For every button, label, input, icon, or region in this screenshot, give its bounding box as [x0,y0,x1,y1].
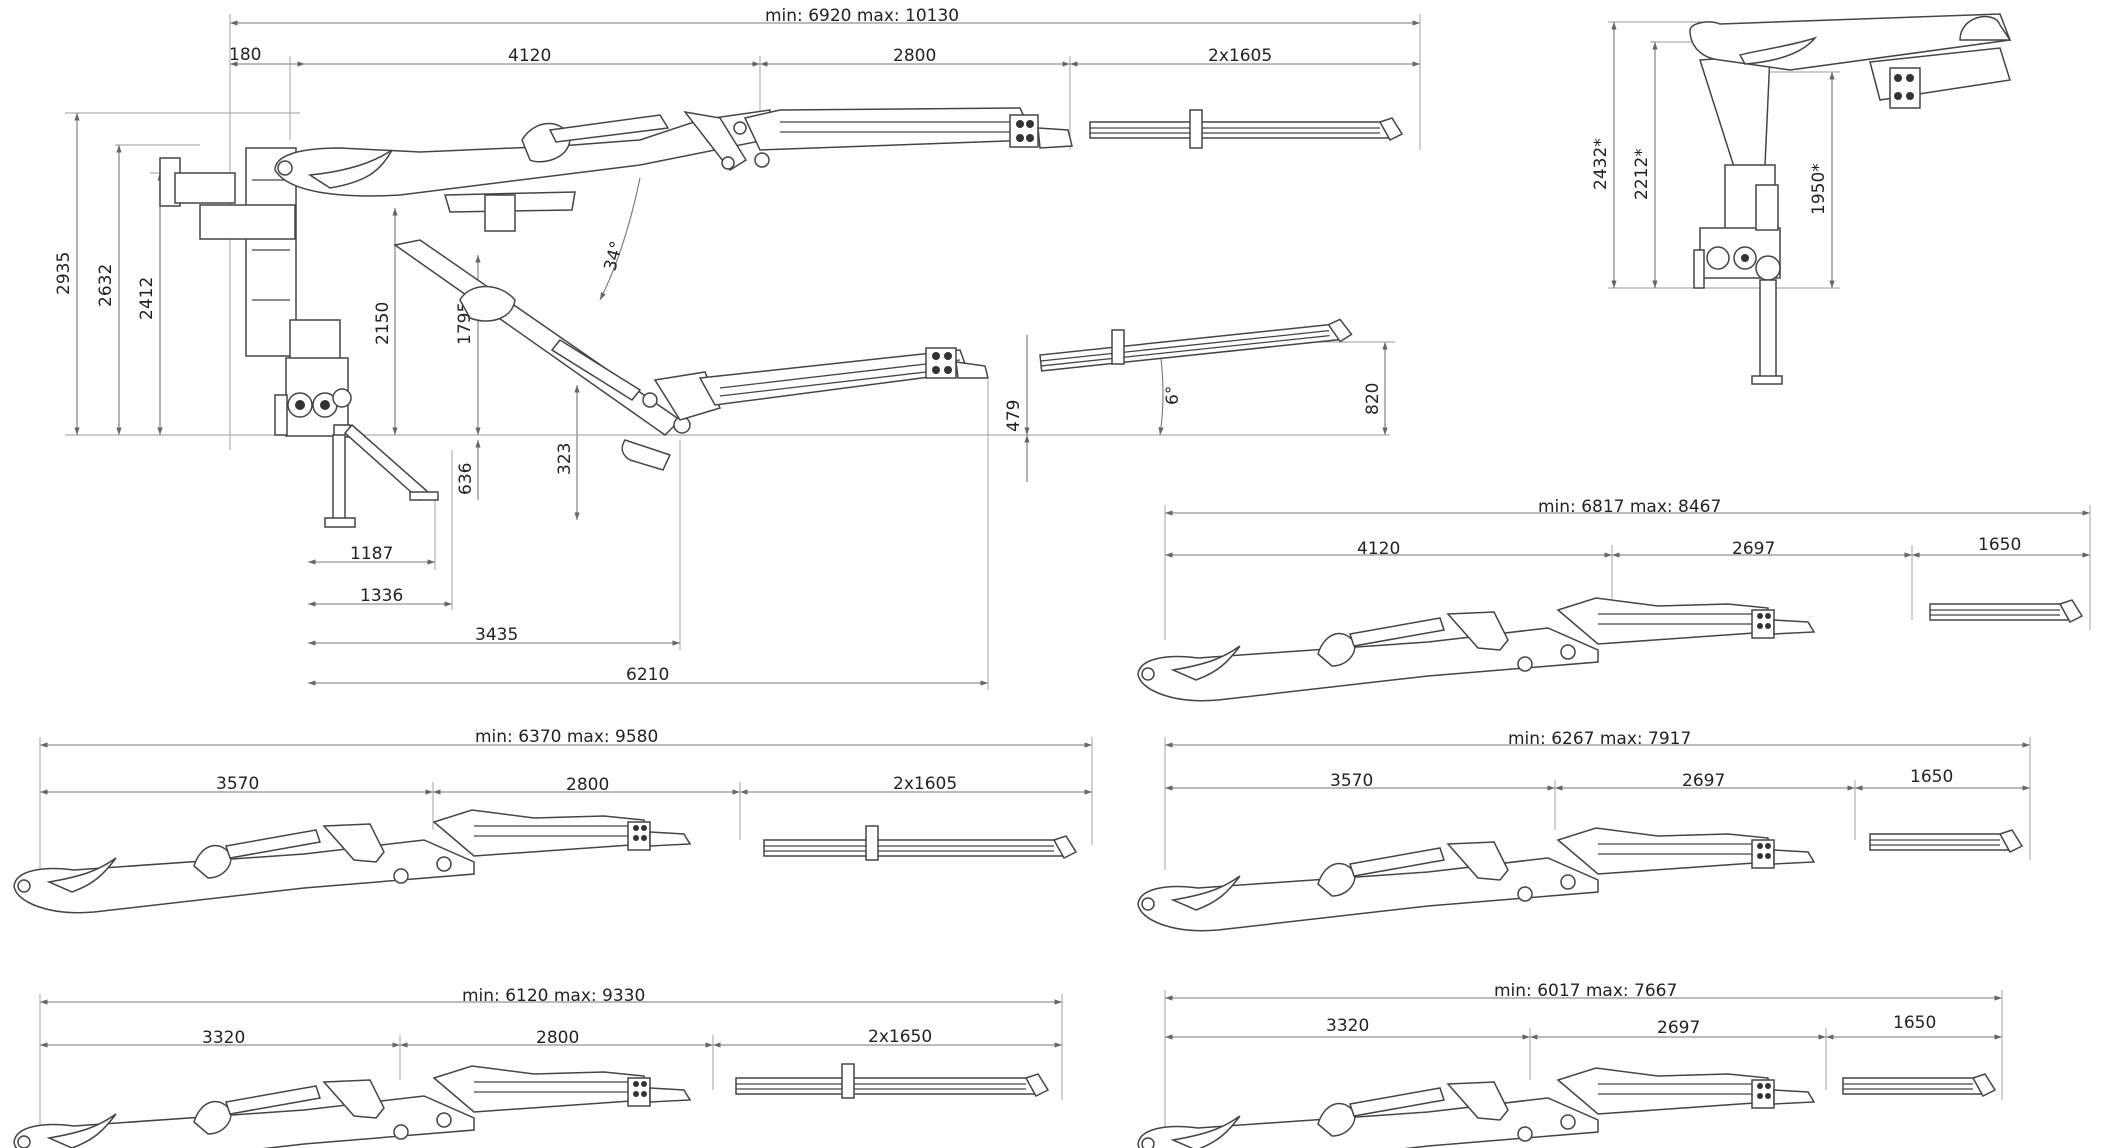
dim-boom-main: 4120 [508,46,551,66]
variant-5-overall: min: 6017 max: 7667 [1494,981,1677,1001]
dim-side-1950: 1950* [1809,163,1829,215]
variant-5-ext: 1650 [1893,1013,1936,1033]
variant-4-overall: min: 6120 max: 9330 [462,986,645,1006]
dim-angle-34: 34° [601,239,628,273]
dim-offset: 180 [229,45,261,65]
dim-side-2432: 2432* [1591,138,1611,190]
dim-r-3435: 3435 [475,625,518,645]
variant-5: min: 6017 max: 7667 3320 2697 1650 [1137,981,2003,1148]
dim-ext-main: 2x1605 [1208,46,1272,66]
variant-1-overall: min: 6817 max: 8467 [1538,497,1721,517]
variant-3-jib: 2697 [1682,771,1725,791]
dim-h-2632: 2632 [96,264,116,307]
dim-h-636: 636 [456,463,476,495]
dim-r-6210: 6210 [626,665,669,685]
dim-r-1336: 1336 [360,586,403,606]
variant-2: min: 6370 max: 9580 3570 2800 2x1605 [13,727,1093,914]
variant-1: min: 6817 max: 8467 4120 2697 1650 [1137,497,2091,702]
dim-h-820: 820 [1363,383,1383,415]
variant-4-jib: 2800 [536,1028,579,1048]
dim-h-479: 479 [1004,400,1024,432]
variant-3: min: 6267 max: 7917 3570 2697 1650 [1137,729,2031,932]
dim-r-1187: 1187 [350,544,393,564]
variant-2-jib: 2800 [566,775,609,795]
variant-2-ext: 2x1605 [893,774,957,794]
variant-4-ext: 2x1650 [868,1027,932,1047]
variant-4-boom: 3320 [202,1028,245,1048]
variant-2-boom: 3570 [216,774,259,794]
variant-4: min: 6120 max: 9330 3320 2800 2x1650 [13,986,1063,1148]
dim-323: 323 [555,443,575,475]
dim-h-2935: 2935 [54,252,74,295]
dim-overall-main: min: 6920 max: 10130 [765,6,959,26]
variant-2-overall: min: 6370 max: 9580 [475,727,658,747]
dim-side-2212: 2212* [1632,148,1652,200]
main-view: min: 6920 max: 10130 180 4120 2800 2x160… [54,6,1421,690]
variant-3-ext: 1650 [1910,767,1953,787]
variant-1-jib: 2697 [1732,539,1775,559]
variant-1-ext: 1650 [1978,535,2021,555]
variant-5-jib: 2697 [1657,1018,1700,1038]
dim-jib-main: 2800 [893,46,936,66]
variant-3-overall: min: 6267 max: 7917 [1508,729,1691,749]
side-view: 2432* 2212* 1950* [1591,13,2012,385]
dim-h-2412: 2412 [137,277,157,320]
variant-3-boom: 3570 [1330,771,1373,791]
variant-5-boom: 3320 [1326,1016,1369,1036]
variant-1-boom: 4120 [1357,539,1400,559]
dim-angle-6: 6° [1163,386,1183,405]
dim-h-2150: 2150 [373,302,393,345]
